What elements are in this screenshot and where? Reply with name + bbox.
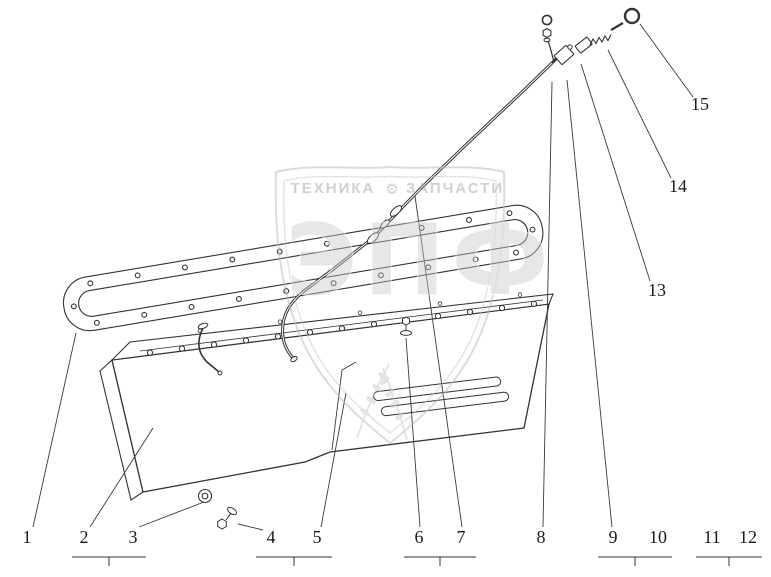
- leader-line-9: [566, 79, 613, 528]
- part-callout-7: 7: [456, 527, 466, 547]
- part-callout-14: 14: [669, 176, 687, 196]
- watermark: ТЕХНИКА ⚙ ЗАПЧАСТИ ЭПФ: [274, 165, 554, 445]
- part-callout-4: 4: [266, 527, 276, 547]
- pull-ring: [623, 7, 641, 25]
- watermark-shield-inner: [283, 175, 497, 434]
- part-callout-8: 8: [536, 527, 546, 547]
- leader-line-15: [639, 23, 694, 98]
- part-callout-9: 9: [608, 527, 618, 547]
- gear-icon: ⚙: [385, 180, 398, 198]
- watermark-logo-text: ЭПФ: [285, 204, 554, 318]
- drain-washer: [197, 488, 213, 504]
- watermark-brand-right: ЗАПЧАСТИ: [406, 180, 504, 197]
- part-callout-10: 10: [649, 527, 667, 547]
- part-callout-15: 15: [691, 94, 709, 114]
- part-callout-13: 13: [648, 280, 666, 300]
- leader-line-1: [32, 332, 77, 528]
- part-callout-11: 11: [703, 527, 721, 547]
- drain-plug: [217, 506, 237, 530]
- flange-bolt: [400, 316, 412, 336]
- watermark-shield-outline: [274, 165, 506, 445]
- dipstick-handle-assembly: [541, 7, 641, 65]
- part-callout-2: 2: [79, 527, 89, 547]
- leader-line-7: [414, 195, 463, 528]
- part-callout-6: 6: [414, 527, 424, 547]
- part-callout-1: 1: [22, 527, 32, 547]
- suction-pipe: [197, 322, 223, 376]
- leader-line-8: [542, 81, 553, 528]
- leader-line-6: [405, 337, 421, 528]
- leader-line-2: [89, 427, 154, 528]
- part-callout-5: 5: [312, 527, 322, 547]
- watermark-wheat-emblem: [356, 363, 408, 441]
- leader-line-14: [607, 49, 672, 179]
- watermark-brand-left: ТЕХНИКА: [291, 180, 376, 197]
- leader-line-13: [580, 63, 651, 282]
- leader-line-4: [237, 523, 264, 531]
- leader-line-3: [138, 501, 205, 528]
- oil-pan-body: [99, 292, 554, 530]
- part-callout-3: 3: [128, 527, 138, 547]
- dipstick-tube: [281, 61, 554, 363]
- leader-lines: [32, 23, 694, 531]
- callout-group-brackets: [72, 556, 762, 566]
- part-callout-12: 12: [739, 527, 757, 547]
- leader-line-5: [320, 392, 347, 528]
